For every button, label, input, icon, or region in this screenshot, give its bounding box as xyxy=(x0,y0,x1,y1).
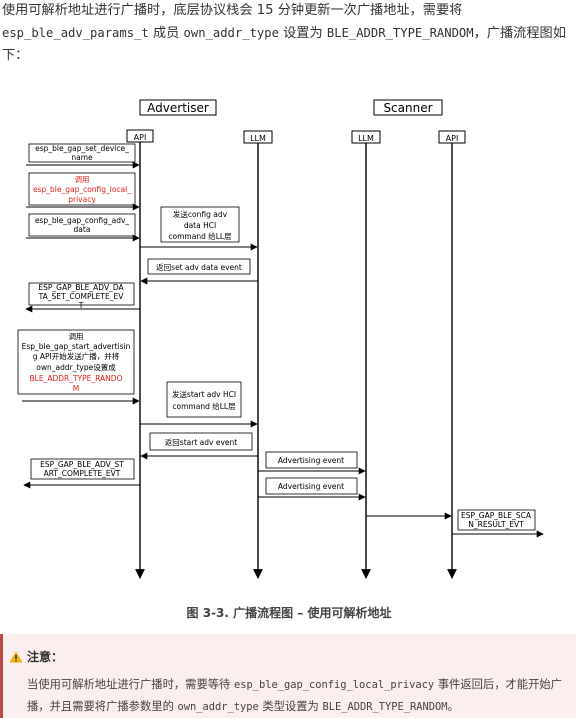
scanner-header: Scanner xyxy=(373,99,443,116)
adv-start-complete-line-1: ESP_GAP_BLE_ADV_ST xyxy=(40,460,124,469)
start-advertising-line-3: g API开始发送广播，并将 xyxy=(33,351,120,361)
intro-text-1: 使用可解析地址进行广播时，底层协议栈会 15 分钟更新一次广播地址，需要将 xyxy=(2,3,463,18)
lane-api-left: API xyxy=(126,129,154,579)
step-start-advertising: 调用 Esp_ble_gap_start_advertisin g API开始发… xyxy=(17,329,140,405)
step-return-set-adv-data: 返回set adv data event xyxy=(140,258,258,285)
step-return-start-adv: 返回start adv event xyxy=(140,432,258,460)
figure-caption: 图 3-3. 广播流程图 – 使用可解析地址 xyxy=(186,606,392,620)
adv-data-set-complete-line-1: ESP_GAP_BLE_ADV_DA xyxy=(38,283,124,292)
advertiser-label: Advertiser xyxy=(147,101,209,115)
adv-data-set-complete-line-2: TA_SET_COMPLETE_EV xyxy=(38,292,125,301)
lane-api-left-label: API xyxy=(134,133,147,142)
send-config-adv-line-1: 发送config adv xyxy=(173,209,228,219)
advertising-flow-diagram: Advertiser Scanner API LLM LLM API esp_b… xyxy=(17,99,544,579)
send-start-adv-line-1: 发送start adv HCI xyxy=(172,389,236,399)
step-config-adv-data: esp_ble_gap_config_adv_ data xyxy=(26,213,140,242)
lane-api-right-label: API xyxy=(446,134,459,143)
note-box: 注意： 当使用可解析地址进行广播时，需要等待 esp_ble_gap_confi… xyxy=(0,634,576,718)
intro-code-adv-params: esp_ble_adv_params_t xyxy=(2,26,149,40)
config-local-privacy-line-2: esp_ble_gap_config_local_ xyxy=(33,185,131,194)
adv-data-set-complete-line-3: T xyxy=(78,301,84,310)
lane-llm-right: LLM xyxy=(351,130,381,579)
warning-icon xyxy=(9,651,23,663)
step-send-start-adv-hci: 发送start adv HCI command 给LL层 xyxy=(140,381,258,428)
config-local-privacy-line-3: privacy xyxy=(68,195,96,204)
note-title: 注意： xyxy=(27,650,64,664)
advertising-event-1-label: Advertising event xyxy=(278,456,344,465)
config-adv-data-line-1: esp_ble_gap_config_adv_ xyxy=(35,216,130,225)
lane-api-right: API xyxy=(438,130,466,579)
note-code-own-addr-type: own_addr_type xyxy=(177,701,259,713)
start-advertising-line-1: 调用 xyxy=(69,332,84,341)
config-adv-data-line-2: data xyxy=(74,225,91,234)
note-text-2: 事件返回后，才能开始广播，并且需要将广播参数里的 xyxy=(27,678,562,713)
intro-text-2: 成员 xyxy=(148,26,184,41)
step-config-local-privacy: 调用 esp_ble_gap_config_local_ privacy xyxy=(26,172,140,211)
adv-start-complete-line-2: ART_COMPLETE_EVT xyxy=(44,469,121,478)
advertiser-header: Advertiser xyxy=(139,99,217,116)
lane-llm-left: LLM xyxy=(243,130,273,579)
note-body: 当使用可解析地址进行广播时，需要等待 esp_ble_gap_config_lo… xyxy=(27,674,567,718)
note-text-3: 类型设置为 xyxy=(258,700,323,713)
step-adv-start-complete: ESP_GAP_BLE_ADV_ST ART_COMPLETE_EVT xyxy=(23,458,140,489)
intro-paragraph: 使用可解析地址进行广播时，底层协议栈会 15 分钟更新一次广播地址，需要将 esp… xyxy=(2,0,576,67)
note-header: 注意： xyxy=(9,648,63,665)
intro-code-addr-type-random: BLE_ADDR_TYPE_RANDOM xyxy=(326,26,474,40)
lane-llm-right-label: LLM xyxy=(358,134,374,143)
scan-result-line-2: N_RESULT_EVT xyxy=(468,520,524,529)
step-advertising-event-1: Advertising event xyxy=(258,451,366,475)
intro-text-4: ，广播流程图如下： xyxy=(2,26,566,63)
return-set-adv-label: 返回set adv data event xyxy=(156,263,242,272)
start-advertising-line-2: Esp_ble_gap_start_advertisin xyxy=(22,342,131,351)
step-adv-data-set-complete: ESP_GAP_BLE_ADV_DA TA_SET_COMPLETE_EV T xyxy=(25,282,140,313)
intro-code-own-addr-type: own_addr_type xyxy=(183,26,279,40)
send-start-adv-line-2: command 给LL层 xyxy=(172,401,236,411)
scan-result-line-1: ESP_GAP_BLE_SCA xyxy=(461,511,532,520)
set-device-name-line-2: name xyxy=(71,153,93,162)
advertising-event-2-label: Advertising event xyxy=(278,482,344,491)
return-start-adv-label: 返回start adv event xyxy=(165,438,237,447)
step-send-config-adv-hci: 发送config adv data HCI command 给LL层 xyxy=(140,206,258,251)
intro-text-3: 设置为 xyxy=(278,26,327,41)
note-text-4: 。 xyxy=(447,700,459,713)
note-code-addr-type-random: BLE_ADDR_TYPE_RANDOM xyxy=(322,701,448,713)
send-config-adv-line-2: data HCI xyxy=(184,221,216,230)
start-advertising-line-4: own_addr_type设置成 xyxy=(36,362,116,372)
start-advertising-line-5: BLE_ADDR_TYPE_RANDO xyxy=(30,374,123,383)
set-device-name-line-1: esp_ble_gap_set_device_ xyxy=(35,144,129,153)
step-scan-result: ESP_GAP_BLE_SCA N_RESULT_EVT xyxy=(366,509,544,538)
note-text-1: 当使用可解析地址进行广播时，需要等待 xyxy=(27,678,234,691)
step-advertising-event-2: Advertising event xyxy=(258,477,366,501)
send-config-adv-line-3: command 给LL层 xyxy=(168,231,232,241)
start-advertising-line-6: M xyxy=(73,384,79,393)
scanner-label: Scanner xyxy=(383,101,432,115)
note-code-config-local-privacy: esp_ble_gap_config_local_privacy xyxy=(233,679,435,691)
lane-llm-left-label: LLM xyxy=(250,134,266,143)
config-local-privacy-line-1: 调用 xyxy=(75,175,90,184)
step-set-device-name: esp_ble_gap_set_device_ name xyxy=(26,143,140,169)
